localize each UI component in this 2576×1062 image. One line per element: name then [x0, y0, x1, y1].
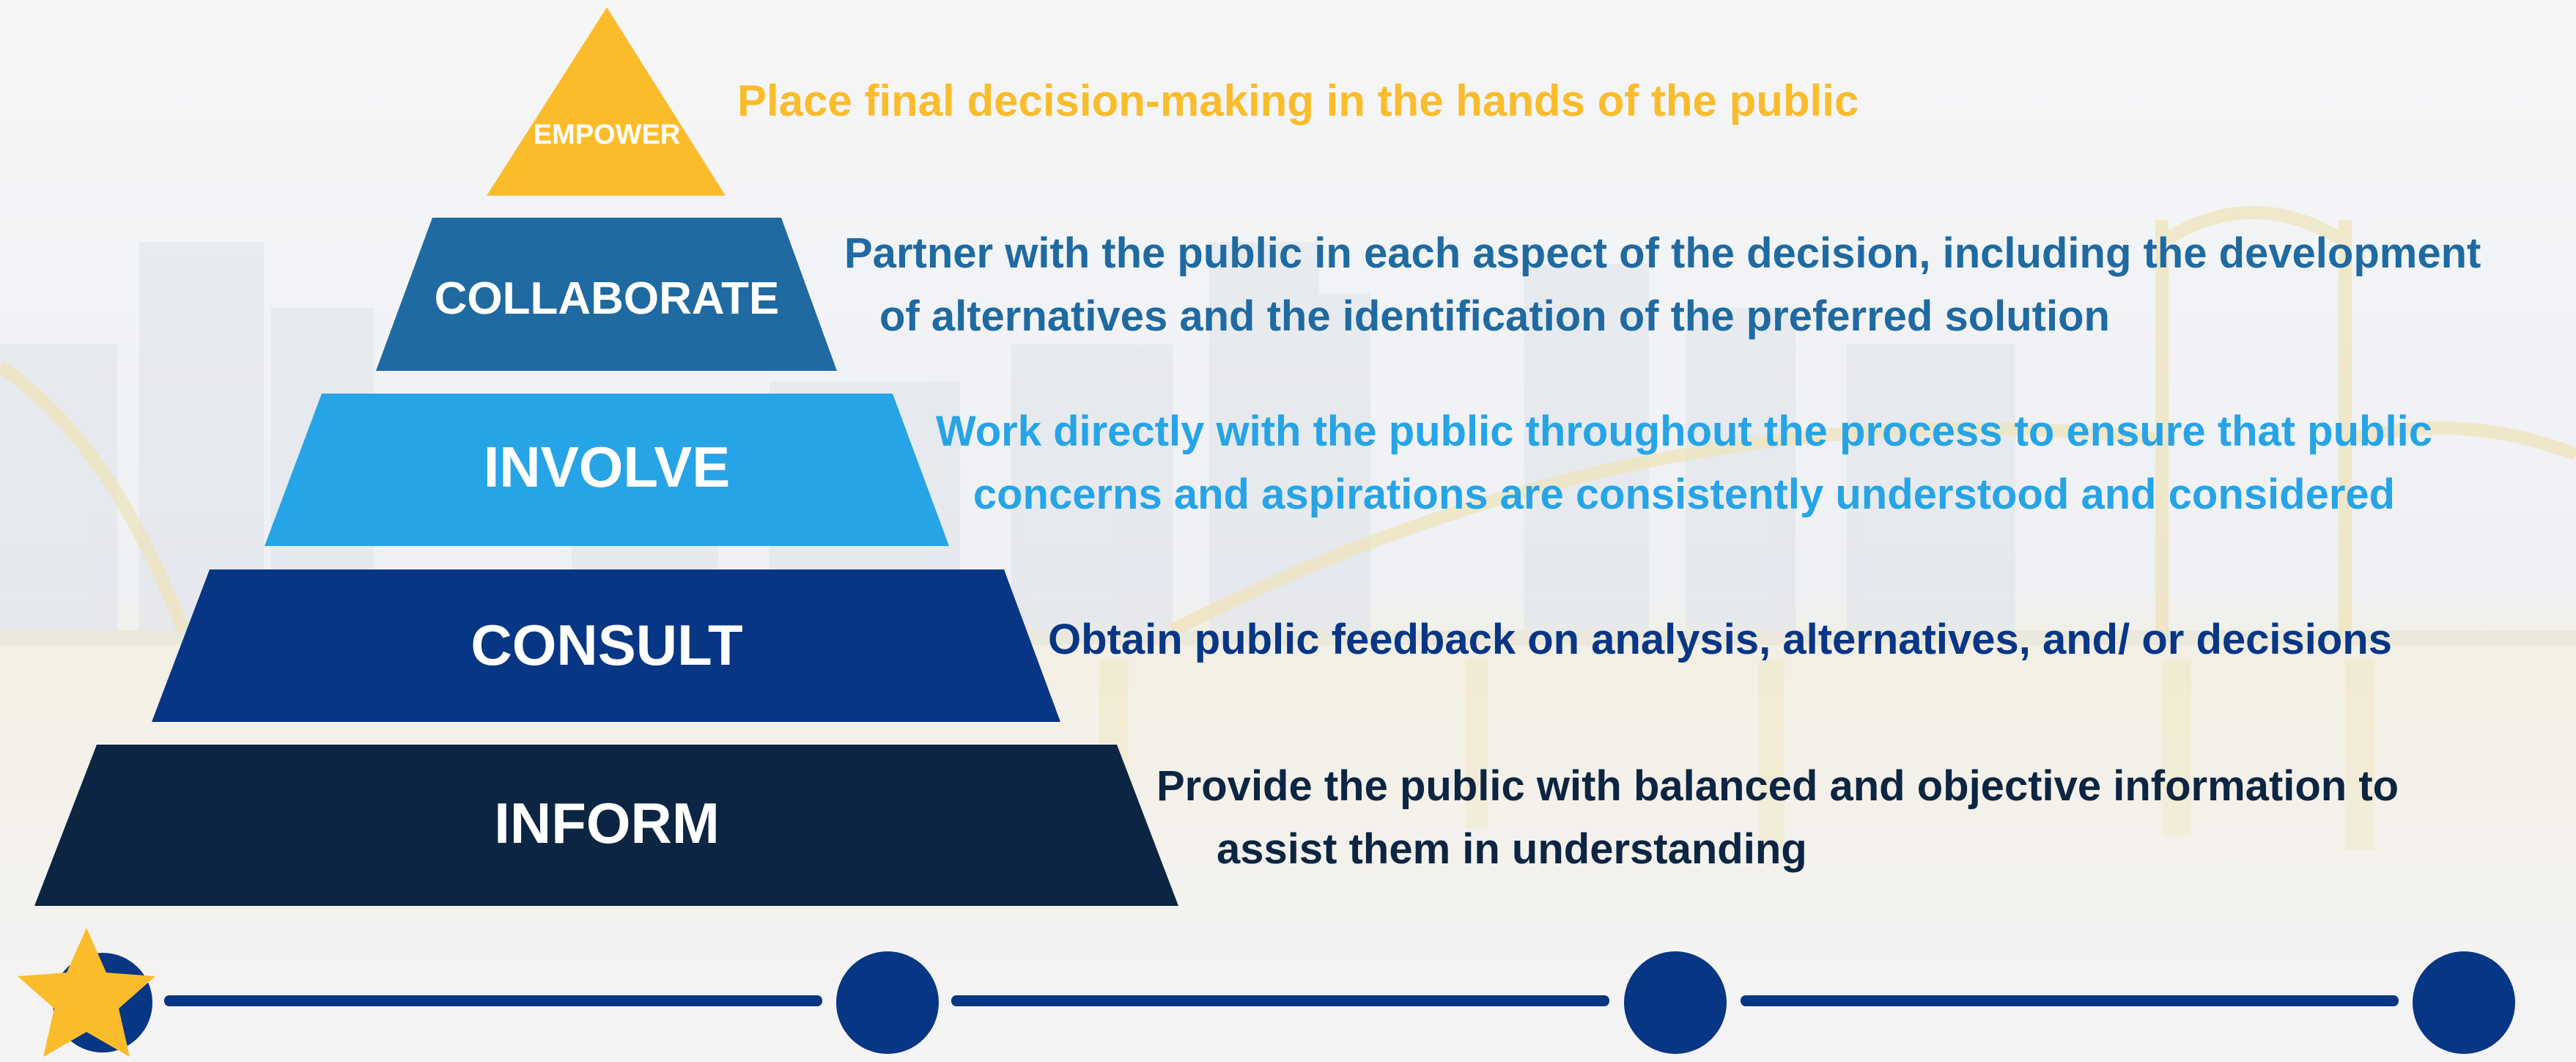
tier-inform-label: INFORM	[494, 791, 720, 855]
timeline-segment-2	[951, 995, 1609, 1006]
tier-collaborate-label: COLLABORATE	[435, 273, 780, 324]
timeline-segment-1	[164, 995, 822, 1006]
star-icon	[18, 928, 155, 1057]
tier-collaborate-shape[interactable]	[376, 218, 837, 371]
description-line: Place final decision-making in the hands…	[737, 76, 1859, 125]
tier-consult-shape[interactable]	[152, 569, 1060, 722]
timeline	[18, 928, 2515, 1057]
tier-empower-label: EMPOWER	[534, 119, 681, 150]
engagement-pyramid: EMPOWER COLLABORATE INVOLVE CONSULT INFO…	[34, 7, 1178, 906]
timeline-node-3[interactable]	[1624, 951, 1727, 1054]
description-line: Partner with the public in each aspect o…	[844, 229, 2481, 277]
tier-empower-shape[interactable]	[487, 7, 726, 196]
timeline-node-4[interactable]	[2413, 951, 2515, 1054]
tier-empower-description: Place final decision-making in the hands…	[737, 70, 1859, 133]
description-line: Obtain public feedback on analysis, alte…	[1048, 616, 2392, 663]
tier-involve-shape[interactable]	[265, 394, 949, 546]
description-line: assist them in understanding	[1217, 825, 1807, 873]
timeline-node-2[interactable]	[836, 951, 939, 1054]
tier-inform-shape[interactable]	[34, 745, 1178, 906]
description-line: Provide the public with balanced and obj…	[1156, 762, 2399, 810]
description-line: concerns and aspirations are consistentl…	[973, 471, 2396, 518]
tier-consult-label: CONSULT	[470, 613, 742, 677]
tier-inform-description: Provide the public with balanced and obj…	[1156, 755, 2399, 881]
description-line: of alternatives and the identification o…	[879, 292, 2110, 340]
tier-involve-label: INVOLVE	[484, 435, 731, 499]
tier-collaborate-description: Partner with the public in each aspect o…	[844, 222, 2481, 348]
tier-involve-description: Work directly with the public throughout…	[936, 400, 2432, 526]
timeline-segment-3	[1741, 995, 2399, 1006]
tier-consult-description: Obtain public feedback on analysis, alte…	[1048, 608, 2392, 671]
description-line: Work directly with the public throughout…	[936, 408, 2432, 455]
